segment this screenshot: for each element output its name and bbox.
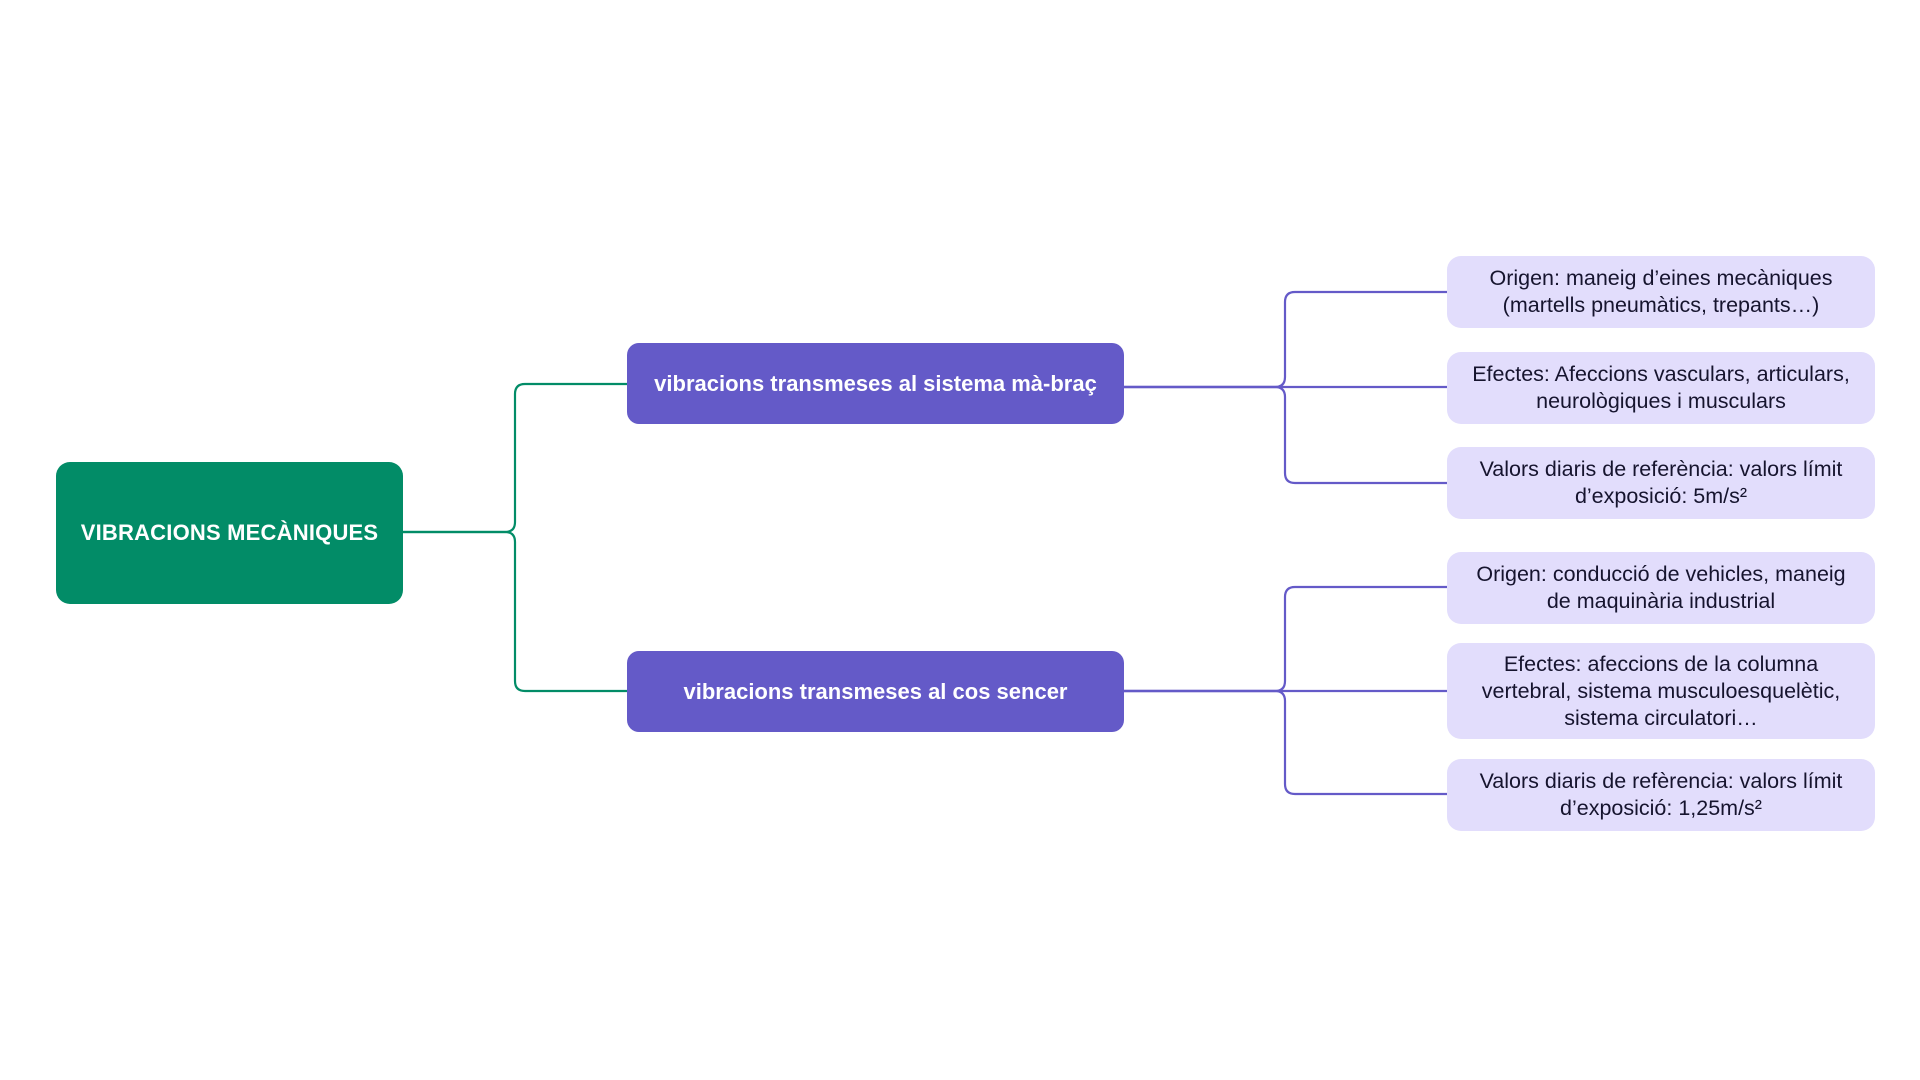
connector-root-to-branch-1 bbox=[403, 382, 627, 534]
connector-branch-2-to-leaf-1 bbox=[1124, 585, 1447, 693]
leaf-node-label: Valors diaris de refèrencia: valors lími… bbox=[1479, 769, 1843, 820]
branch-node-hand-arm[interactable]: vibracions transmeses al sistema mà-braç bbox=[627, 343, 1124, 424]
leaf-node-whole-body-limits[interactable]: Valors diaris de refèrencia: valors lími… bbox=[1447, 759, 1875, 831]
leaf-node-whole-body-origin[interactable]: Origen: conducció de vehicles, maneig de… bbox=[1447, 552, 1875, 624]
leaf-node-hand-arm-origin[interactable]: Origen: maneig d’eines mecàniques (marte… bbox=[1447, 256, 1875, 328]
root-node[interactable]: VIBRACIONS MECÀNIQUES bbox=[56, 462, 403, 604]
branch-node-label: vibracions transmeses al sistema mà-braç bbox=[654, 370, 1097, 396]
leaf-node-label: Origen: conducció de vehicles, maneig de… bbox=[1476, 562, 1846, 613]
leaf-node-label: Origen: maneig d’eines mecàniques (marte… bbox=[1489, 266, 1833, 317]
leaf-node-whole-body-effects[interactable]: Efectes: afeccions de la columna vertebr… bbox=[1447, 643, 1875, 739]
connector-branch-1-to-leaf-1 bbox=[1124, 290, 1447, 389]
leaf-node-label: Efectes: Afeccions vasculars, articulars… bbox=[1472, 362, 1850, 413]
connector-branch-1-to-leaf-3 bbox=[1124, 385, 1447, 485]
connector-root-to-branch-2 bbox=[403, 530, 627, 693]
leaf-node-label: Efectes: afeccions de la columna vertebr… bbox=[1481, 651, 1841, 730]
leaf-node-label: Valors diaris de referència: valors lími… bbox=[1479, 457, 1843, 508]
leaf-node-hand-arm-limits[interactable]: Valors diaris de referència: valors lími… bbox=[1447, 447, 1875, 519]
root-node-label: VIBRACIONS MECÀNIQUES bbox=[80, 520, 379, 545]
leaf-node-hand-arm-effects[interactable]: Efectes: Afeccions vasculars, articulars… bbox=[1447, 352, 1875, 424]
branch-node-whole-body[interactable]: vibracions transmeses al cos sencer bbox=[627, 651, 1124, 732]
branch-node-label: vibracions transmeses al cos sencer bbox=[683, 678, 1068, 704]
connector-branch-2-to-leaf-3 bbox=[1124, 689, 1447, 796]
